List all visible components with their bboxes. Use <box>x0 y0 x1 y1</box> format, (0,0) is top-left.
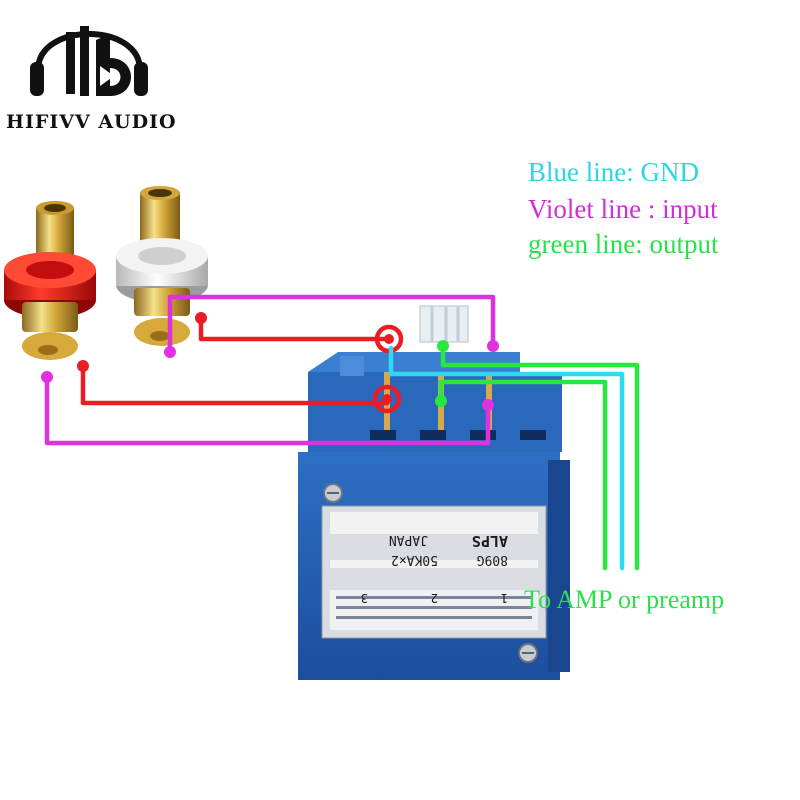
gnd-junction-bottom <box>372 384 402 414</box>
rca-jack-white <box>116 186 208 346</box>
rca-jack-red <box>4 201 96 360</box>
pin-number-2: 2 <box>431 591 438 605</box>
red-wire-white-gnd <box>198 315 392 342</box>
model-code: 809G <box>477 552 508 567</box>
legend-gnd: Blue line: GND <box>528 157 699 187</box>
potentiometer: 1 2 3 809G 50KA×2 ALPS JAPAN <box>298 305 570 680</box>
red-wire-red-gnd <box>80 363 390 406</box>
violet-wire-red <box>44 373 491 446</box>
dot-white-gnd <box>195 312 207 324</box>
dot-output-2 <box>435 395 447 407</box>
pin-number-1: 1 <box>501 591 508 605</box>
destination-label: To AMP or preamp <box>524 585 724 614</box>
legend-input: Violet line : input <box>528 194 718 224</box>
dot-white-input <box>164 346 176 358</box>
legend-output: green line: output <box>528 229 719 259</box>
solder-points <box>41 312 499 411</box>
brand-name: HIFIVV AUDIO <box>6 111 177 133</box>
country-name: JAPAN <box>389 532 428 547</box>
pin-number-3: 3 <box>361 591 368 605</box>
dot-output-1 <box>437 340 449 352</box>
wiring-overlay <box>44 294 640 571</box>
dot-gnd-bottom <box>382 394 392 404</box>
violet-wire-white <box>167 294 496 353</box>
dot-input-bottom <box>482 399 494 411</box>
dot-input-top <box>487 340 499 352</box>
green-wire-1 <box>440 345 640 571</box>
dot-gnd-top <box>384 334 394 344</box>
headphones-hb-logo <box>30 26 148 96</box>
maker-name: ALPS <box>472 532 508 550</box>
dot-red-input <box>41 371 53 383</box>
blue-gnd-wire <box>388 345 625 571</box>
dot-red-gnd <box>77 360 89 372</box>
wire-legend: Blue line: GND Violet line : input green… <box>528 157 719 259</box>
resistance-rating: 50KA×2 <box>391 552 438 567</box>
brand-logo: HIFIVV AUDIO <box>6 26 177 133</box>
green-wire-2 <box>438 379 608 571</box>
alps-label: 1 2 3 809G 50KA×2 ALPS JAPAN <box>321 505 547 639</box>
